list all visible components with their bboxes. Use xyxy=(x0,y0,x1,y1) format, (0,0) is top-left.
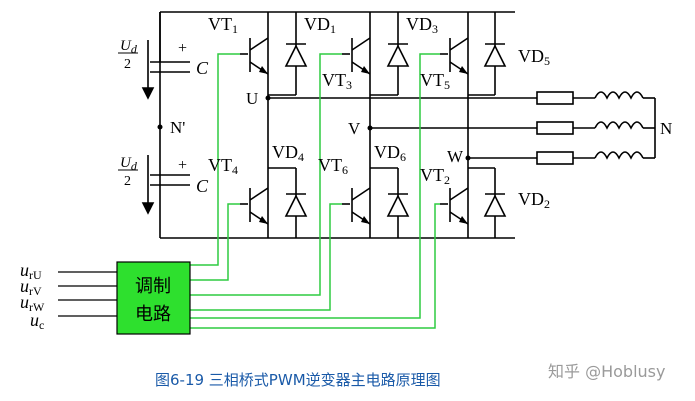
modulation-line2: 电路 xyxy=(135,304,171,325)
diode-triangles xyxy=(284,44,507,217)
cap-bottom-c: C xyxy=(196,176,209,196)
input-urU: urU xyxy=(20,260,42,282)
input-lines xyxy=(58,271,117,317)
label-vd2: VD2 xyxy=(518,189,550,211)
label-vd6: VD6 xyxy=(374,142,406,164)
watermark: 知乎 @Hoblusy xyxy=(548,362,665,381)
label-vd1: VD1 xyxy=(304,14,336,36)
cap-top-den: 2 xyxy=(124,57,131,72)
label-vt5: VT5 xyxy=(420,70,450,92)
label-vt3: VT3 xyxy=(322,70,352,92)
figure-caption: 图6-19 三相桥式PWM逆变器主电路原理图 xyxy=(155,371,441,389)
cap-top-num: Ud xyxy=(120,38,138,56)
input-uc: uc xyxy=(30,310,44,332)
node-w: W xyxy=(447,147,464,166)
label-vt6: VT6 xyxy=(318,155,348,177)
cap-bottom-den: 2 xyxy=(124,174,131,189)
cap-bottom-plus: + xyxy=(178,157,187,174)
cap-bottom-num: Ud xyxy=(120,155,138,173)
emitter-arrows xyxy=(259,66,468,224)
resistor-w xyxy=(536,151,574,165)
label-vt1: VT1 xyxy=(208,14,238,36)
modulation-block xyxy=(116,261,191,335)
label-vd4: VD4 xyxy=(272,142,304,164)
label-vd5: VD5 xyxy=(518,46,550,68)
cap-top-plus: + xyxy=(178,40,187,57)
input-urW: urW xyxy=(20,292,45,314)
load-lines xyxy=(268,91,656,165)
n-prime-node xyxy=(157,124,163,130)
capacitor-top xyxy=(150,12,190,73)
node-v: V xyxy=(348,119,361,138)
capacitor-bottom xyxy=(150,174,190,186)
cap-top-c: C xyxy=(196,58,209,78)
node-n-prime: N' xyxy=(170,118,185,137)
inductor-u xyxy=(594,91,644,100)
input-urV: urV xyxy=(20,276,42,298)
modulation-line1: 调制 xyxy=(135,276,171,297)
output-nodes xyxy=(265,95,471,161)
label-vt2: VT2 xyxy=(420,165,450,187)
gate-drive-wires xyxy=(190,53,440,329)
resistor-v xyxy=(536,121,574,135)
resistor-u xyxy=(536,91,574,105)
node-u: U xyxy=(246,89,258,108)
label-vd3: VD3 xyxy=(406,14,438,36)
node-n: N xyxy=(660,119,672,138)
inductor-w xyxy=(594,151,644,160)
voltage-arrows xyxy=(141,40,155,215)
label-vt4: VT4 xyxy=(208,155,238,177)
inductor-v xyxy=(594,121,644,130)
diodes xyxy=(268,12,505,238)
